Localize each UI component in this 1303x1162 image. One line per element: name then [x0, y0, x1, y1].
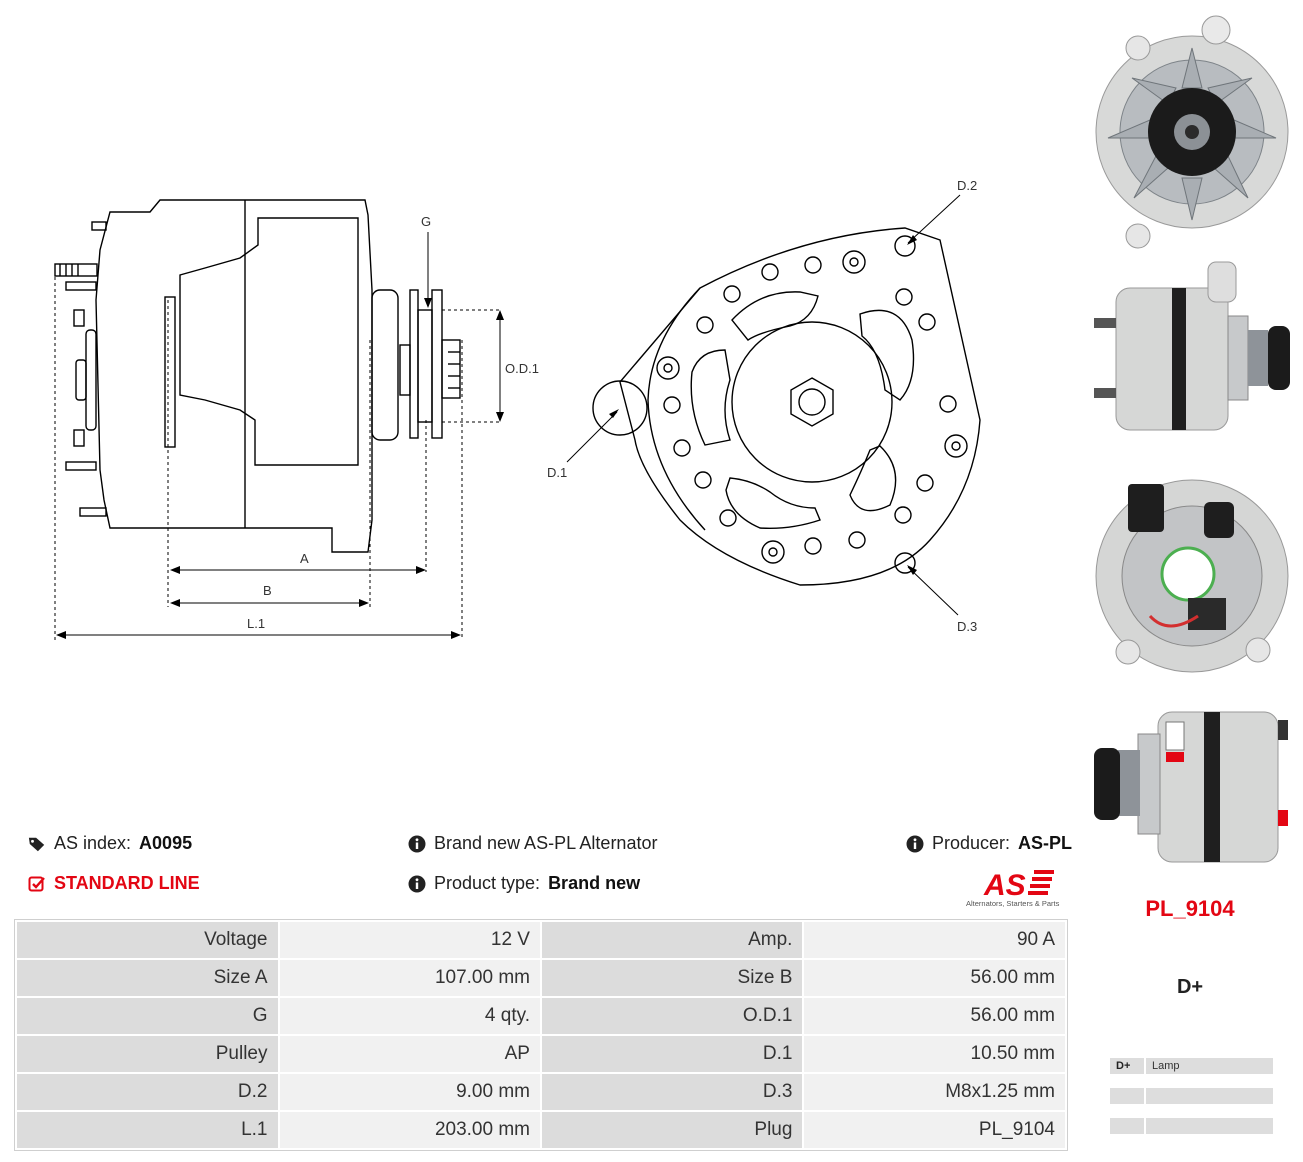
front-bearing-boss — [371, 289, 399, 441]
info-circle-icon — [408, 835, 426, 853]
dim-label-d3: D.3 — [957, 619, 977, 634]
spec-value: 90 A — [802, 920, 1067, 960]
producer: Producer: AS-PL — [906, 833, 1072, 854]
spec-value: AP — [277, 1034, 542, 1074]
spec-value: 12 V — [277, 920, 542, 960]
shaft-nut — [441, 339, 461, 399]
stator-window — [179, 217, 359, 466]
terminal-row: D+ Lamp — [1110, 1058, 1273, 1074]
rear-flange — [164, 296, 176, 448]
producer-value: AS-PL — [1018, 833, 1073, 853]
spec-value: 203.00 mm — [277, 1110, 542, 1150]
spec-label: Size A — [15, 958, 280, 998]
terminal-key: D+ — [1110, 1058, 1144, 1074]
dimension-diagram: G O.D.1 A B L.1 — [54, 178, 981, 640]
plug-code: PL_9104 — [1145, 896, 1235, 921]
stud-top — [54, 263, 98, 277]
spec-value: 56.00 mm — [802, 996, 1067, 1036]
front-view — [592, 227, 981, 586]
plug-terminal: D+ — [1176, 976, 1204, 998]
as-index-value: A0095 — [139, 833, 193, 853]
dim-label-od1: O.D.1 — [505, 361, 539, 376]
info-circle-icon — [408, 875, 426, 893]
brand-text: Brand new AS-PL Alternator — [434, 833, 658, 853]
technical-drawing: G O.D.1 A B L.1 — [54, 178, 981, 640]
dim-label-d1: D.1 — [547, 465, 567, 480]
pulley-flange-1 — [409, 289, 419, 439]
spec-label: Pulley — [15, 1034, 280, 1074]
logo-mark: AS — [983, 869, 1026, 902]
pulley-hub — [417, 309, 433, 423]
pulley-flange-2 — [431, 289, 443, 439]
dim-label-b: B — [263, 583, 272, 598]
check-square-icon — [28, 875, 46, 893]
as-index-label: AS index: — [54, 833, 132, 853]
terminal-value — [1146, 1118, 1273, 1134]
dim-label-d2: D.2 — [957, 178, 977, 193]
spec-value: M8x1.25 mm — [802, 1072, 1067, 1112]
photo-rear[interactable] — [1088, 466, 1296, 680]
spec-value: PL_9104 — [802, 1110, 1067, 1150]
spec-value: 9.00 mm — [277, 1072, 542, 1112]
dim-label-l1: L.1 — [247, 616, 265, 631]
spec-label: D.3 — [539, 1072, 805, 1112]
spec-value: 107.00 mm — [277, 958, 542, 998]
spec-value: 4 qty. — [277, 996, 542, 1036]
photo-side-right[interactable] — [1088, 690, 1296, 872]
dim-label-a: A — [300, 551, 309, 566]
photo-front[interactable] — [1088, 8, 1296, 252]
shaft-collar — [399, 344, 411, 396]
terminal-row — [1110, 1088, 1273, 1104]
spec-value: 56.00 mm — [802, 958, 1067, 998]
producer-label: Producer: — [932, 833, 1011, 853]
brand-info: Brand new AS-PL Alternator — [408, 833, 657, 854]
logo-tagline: Alternators, Starters & Parts — [966, 899, 1060, 908]
spec-label: Size B — [539, 958, 805, 998]
product-type-value: Brand new — [548, 873, 641, 893]
spec-label: D.1 — [539, 1034, 805, 1074]
terminal-key — [1110, 1118, 1144, 1134]
spec-label: O.D.1 — [539, 996, 805, 1036]
side-housing — [95, 199, 373, 553]
info-circle-icon — [906, 835, 924, 853]
spec-label: Voltage — [15, 920, 280, 960]
spec-label: D.2 — [15, 1072, 280, 1112]
spec-label: L.1 — [15, 1110, 280, 1150]
product-type: Product type: Brand new — [408, 873, 640, 894]
dim-label-g: G — [421, 214, 431, 229]
photo-side-left[interactable] — [1088, 258, 1296, 458]
terminal-key — [1110, 1088, 1144, 1104]
spec-label: Amp. — [539, 920, 805, 960]
product-line: STANDARD LINE — [28, 873, 200, 894]
product-type-label: Product type: — [434, 873, 541, 893]
terminal-value — [1146, 1088, 1273, 1104]
as-pl-logo: AS Alternators, Starters & Parts — [962, 864, 1072, 910]
as-index: AS index: A0095 — [28, 833, 192, 854]
tags-icon — [28, 835, 46, 853]
product-photos — [1082, 0, 1303, 880]
product-line-label: STANDARD LINE — [54, 873, 200, 893]
spec-label: G — [15, 996, 280, 1036]
spec-value: 10.50 mm — [802, 1034, 1067, 1074]
spec-label: Plug — [539, 1110, 805, 1150]
terminal-value: Lamp — [1146, 1058, 1273, 1074]
terminal-row — [1110, 1118, 1273, 1134]
